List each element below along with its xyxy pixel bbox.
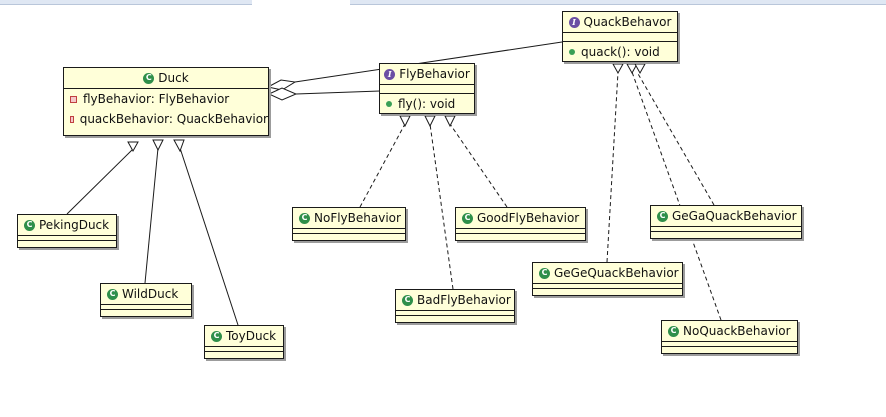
- class-duck[interactable]: C Duck flyBehavior: FlyBehavior quackBeh…: [63, 67, 269, 136]
- class-icon: C: [539, 267, 550, 279]
- class-name: QuackBehavor: [583, 15, 672, 29]
- class-pekingduck[interactable]: C PekingDuck: [17, 214, 117, 248]
- class-gegaquackbehavior[interactable]: C GeGaQuackBehavior: [650, 205, 802, 239]
- edge-gegaquack-quackbehavior: [636, 71, 715, 206]
- class-toyduck[interactable]: C ToyDuck: [204, 325, 284, 359]
- edge-duck-quackbehavior: [294, 41, 563, 83]
- class-icon: C: [143, 72, 155, 84]
- edge-goodflybehavior-flybehavior: [449, 123, 508, 208]
- edge-duck-flybehavior: [295, 90, 381, 95]
- method-signature: quack(): void: [581, 45, 660, 59]
- class-icon: C: [402, 294, 413, 306]
- aggregation-diamond-fly: [267, 87, 298, 101]
- interface-icon: I: [568, 16, 580, 28]
- class-name: PekingDuck: [39, 218, 110, 232]
- class-icon: C: [24, 219, 35, 231]
- method-row[interactable]: quack(): void: [563, 42, 677, 62]
- edge-gegequack-quackbehavior: [606, 71, 619, 263]
- class-name: GeGaQuackBehavior: [672, 209, 797, 223]
- top-scrollbar-left[interactable]: [0, 0, 252, 5]
- class-name: NoFlyBehavior: [314, 211, 401, 225]
- class-icon: C: [299, 212, 310, 224]
- public-method-icon: [386, 101, 392, 107]
- class-noflybehavior[interactable]: C NoFlyBehavior: [292, 207, 406, 241]
- class-wildduck[interactable]: C WildDuck: [100, 283, 192, 317]
- class-name: GeGeQuackBehavior: [554, 266, 679, 280]
- class-icon: C: [107, 288, 118, 300]
- class-icon: C: [211, 330, 222, 342]
- private-field-icon: [70, 115, 74, 123]
- edge-wildduck-duck: [144, 147, 159, 284]
- class-name: BadFlyBehavior: [417, 293, 511, 307]
- field-signature: quackBehavior: QuackBehavior: [79, 112, 268, 126]
- method-row[interactable]: fly(): void: [380, 94, 474, 114]
- class-goodflybehavior[interactable]: C GoodFlyBehavior: [455, 207, 586, 241]
- class-icon: C: [462, 212, 473, 224]
- class-name: NoQuackBehavior: [683, 324, 791, 338]
- class-flybehavior[interactable]: I FlyBehavior fly(): void: [379, 63, 475, 114]
- field-row[interactable]: quackBehavior: QuackBehavior: [64, 109, 268, 129]
- edge-noquack-quackbehavior: [631, 71, 722, 321]
- class-name: WildDuck: [122, 287, 179, 301]
- edge-badflybehavior-flybehavior: [429, 123, 454, 290]
- interface-icon: I: [384, 68, 396, 80]
- public-method-icon: [569, 49, 575, 55]
- edge-toyduck-duck: [179, 147, 239, 326]
- edge-noflybehavior-flybehavior: [359, 123, 406, 208]
- top-scrollbar-right[interactable]: [350, 0, 886, 5]
- class-name: GoodFlyBehavior: [477, 211, 580, 225]
- class-name: ToyDuck: [226, 329, 277, 343]
- aggregation-diamond-quack: [266, 79, 297, 91]
- edge-pekingduck-duck: [66, 148, 134, 215]
- method-signature: fly(): void: [398, 97, 456, 111]
- field-signature: flyBehavior: FlyBehavior: [83, 92, 230, 106]
- field-row[interactable]: flyBehavior: FlyBehavior: [64, 89, 268, 109]
- class-gegequackbehavior[interactable]: C GeGeQuackBehavior: [532, 262, 683, 296]
- class-name: FlyBehavior: [399, 67, 470, 81]
- class-name: Duck: [158, 71, 189, 85]
- class-noquackbehavior[interactable]: C NoQuackBehavior: [661, 320, 798, 354]
- class-badflybehavior[interactable]: C BadFlyBehavior: [395, 289, 515, 323]
- class-icon: C: [657, 210, 668, 222]
- class-icon: C: [668, 325, 679, 337]
- private-field-icon: [70, 95, 77, 103]
- class-quackbehavior[interactable]: I QuackBehavor quack(): void: [562, 11, 678, 62]
